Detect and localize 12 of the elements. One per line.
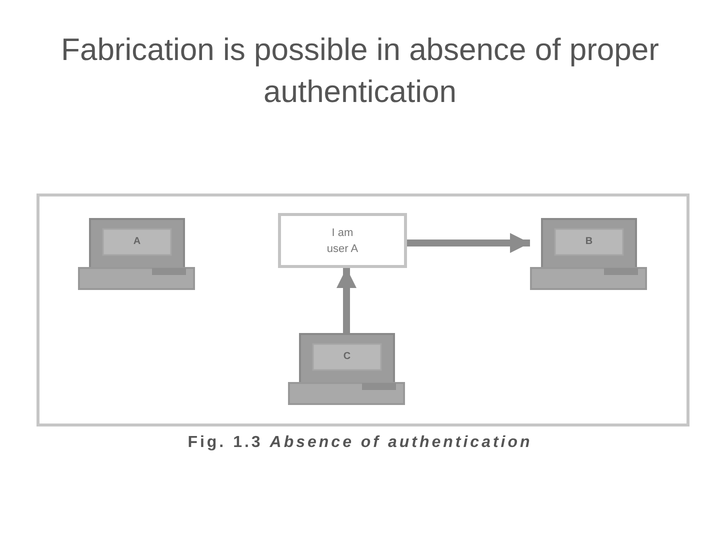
computer xyxy=(530,218,647,290)
computer xyxy=(288,333,405,405)
screen-label: C xyxy=(342,351,352,363)
screen-label: B xyxy=(584,236,594,248)
title: Fabrication is possible in absence of proper authentication xyxy=(60,31,660,111)
screen-label: A xyxy=(132,236,142,248)
arrow xyxy=(407,233,530,253)
figure-caption: Fig. 1.3 Absence of authentication xyxy=(188,434,532,451)
arrow xyxy=(336,268,356,333)
box-label: I am user A xyxy=(326,226,360,256)
message-box xyxy=(278,213,407,268)
computer xyxy=(78,218,195,290)
